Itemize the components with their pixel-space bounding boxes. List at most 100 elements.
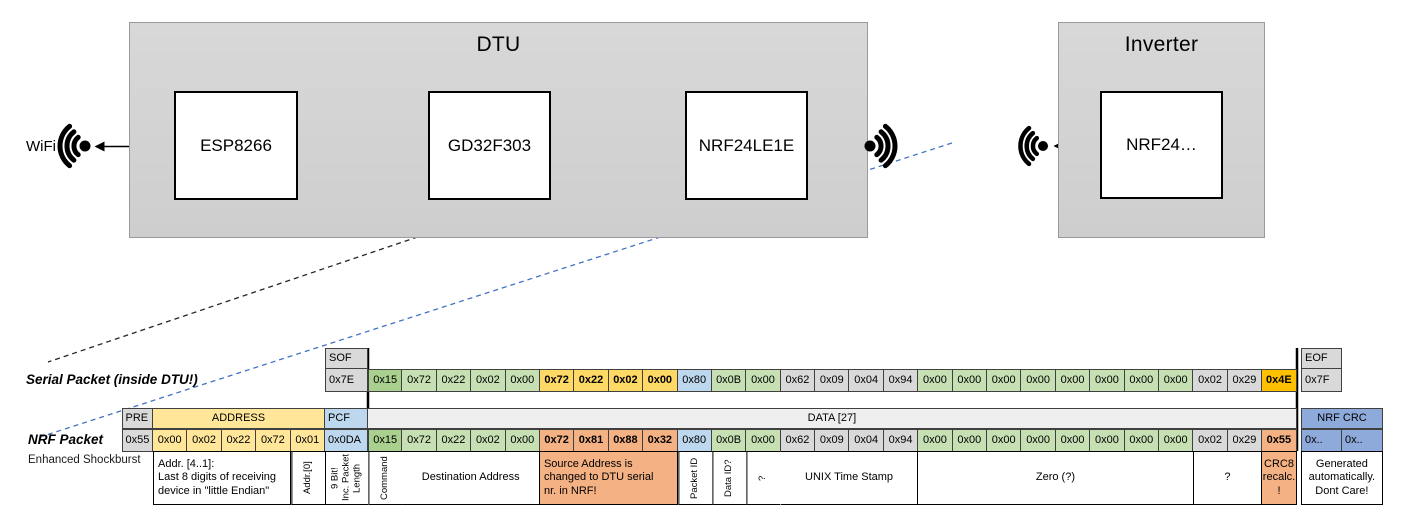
- nrf-crc-value-cell: 0x..: [1301, 429, 1342, 452]
- serial-byte-cell: 0x00: [746, 369, 781, 392]
- address-byte-cell: 0x22: [221, 429, 257, 452]
- serial-byte-cell: 0x72: [402, 369, 437, 392]
- sof-header: SOF: [325, 348, 368, 369]
- annotation-row: Addr. [4..1]: Last 8 digits of receiving…: [153, 451, 1383, 505]
- note-nrf-crc: Generated automatically. Dont Care!: [1300, 451, 1383, 505]
- address-byte-cell: 0x01: [290, 429, 325, 452]
- nrf-byte-cell: 0x00: [505, 429, 540, 452]
- nrf-byte-cell: 0x32: [643, 429, 678, 452]
- nrf-byte-cell: 0x00: [1055, 429, 1091, 452]
- nrf-crc-value-cell: 0x..: [1342, 429, 1383, 452]
- serial-byte-cell: 0x02: [608, 369, 644, 392]
- nrf-byte-cell: 0x00: [1021, 429, 1056, 452]
- chip-esp8266: ESP8266: [174, 91, 298, 200]
- nrf-byte-cell: 0x00: [918, 429, 953, 452]
- serial-byte-cell: 0x62: [780, 369, 816, 392]
- pre-value: 0x55: [121, 429, 153, 452]
- wifi-label: WiFi: [26, 138, 56, 155]
- eof-header: EOF: [1301, 348, 1342, 369]
- nrf-byte-cell: 0x22: [436, 429, 472, 452]
- serial-byte-cell: 0x02: [471, 369, 506, 392]
- serial-eof-column: EOF 0x7F: [1301, 348, 1342, 392]
- nrf-byte-cell: 0x00: [1124, 429, 1159, 452]
- nrf-header-row: PRE ADDRESS PCF DATA [27]: [121, 408, 1297, 429]
- serial-byte-cell: 0x15: [368, 369, 403, 392]
- pre-header: PRE: [121, 408, 153, 429]
- serial-byte-cell: 0x29: [1227, 369, 1263, 392]
- serial-byte-cell: 0x00: [1090, 369, 1125, 392]
- nrf-byte-cell: 0x72: [402, 429, 437, 452]
- note-data-id: Data ID?: [711, 451, 747, 505]
- note-packet-id: Packet ID: [677, 451, 712, 505]
- nrf-byte-cell: 0x0B: [711, 429, 747, 452]
- dtu-title: DTU: [476, 33, 521, 56]
- note-addr-4-1: Addr. [4..1]: Last 8 digits of receiving…: [153, 451, 291, 505]
- nrf-byte-cell: 0x80: [677, 429, 712, 452]
- nrf-packet-label: NRF Packet: [28, 432, 104, 447]
- nrf-byte-cell: 0x00: [1158, 429, 1194, 452]
- inverter-title: Inverter: [1124, 33, 1199, 56]
- serial-byte-cell: 0x00: [918, 369, 953, 392]
- note-question-1: ?: [746, 451, 781, 505]
- note-zero: Zero (?): [918, 451, 1194, 505]
- eof-value: 0x7F: [1301, 369, 1342, 392]
- note-pcf-length: 9 Bit! Inc. Packet Length: [324, 451, 368, 505]
- serial-byte-cell: 0x00: [505, 369, 540, 392]
- chip-esp8266-label: ESP8266: [200, 135, 272, 155]
- nrf-byte-cell: 0x04: [849, 429, 884, 452]
- serial-sof-column: SOF 0x7E: [325, 348, 368, 392]
- serial-byte-cell: 0x4E: [1262, 369, 1297, 392]
- nrf-crc-header: NRF CRC: [1301, 408, 1383, 429]
- wifi-icon: [864, 123, 898, 169]
- address-header: ADDRESS: [153, 408, 325, 429]
- pcf-header: PCF: [325, 408, 368, 429]
- note-question-2: ?: [1193, 451, 1263, 505]
- chip-inverter-nrf24-label: NRF24…: [1126, 135, 1197, 154]
- serial-byte-cell: 0x94: [883, 369, 919, 392]
- nrf-byte-cell: 0x94: [883, 429, 919, 452]
- serial-byte-cell: 0x00: [1158, 369, 1194, 392]
- nrf-byte-cell: 0x62: [780, 429, 816, 452]
- note-command: Command: [367, 451, 403, 505]
- nrf-crc-header-row: NRF CRC: [1301, 408, 1383, 429]
- chip-gd32f303-label: GD32F303: [447, 135, 532, 155]
- serial-byte-cell: 0x00: [1021, 369, 1056, 392]
- serial-byte-cell: 0x22: [436, 369, 472, 392]
- serial-byte-cell: 0x80: [677, 369, 712, 392]
- chip-gd32f303: GD32F303: [428, 91, 551, 200]
- nrf-byte-cell: 0x29: [1227, 429, 1263, 452]
- address-byte-cell: 0x72: [256, 429, 291, 452]
- nrf-byte-cell: 0x00: [1090, 429, 1125, 452]
- nrf-byte-cell: 0x00: [987, 429, 1022, 452]
- serial-byte-cell: 0x02: [1193, 369, 1228, 392]
- serial-byte-cell: 0x00: [987, 369, 1022, 392]
- serial-byte-cell: 0x00: [952, 369, 988, 392]
- pcf-value: 0x0DA: [324, 429, 368, 452]
- chip-nrf24le1e-label: NRF24LE1E: [698, 135, 795, 155]
- nrf-byte-cell: 0x00: [746, 429, 781, 452]
- address-byte-cell: 0x00: [153, 429, 188, 452]
- sof-value: 0x7E: [325, 369, 368, 392]
- note-destination-address: Destination Address: [402, 451, 540, 505]
- chip-nrf24le1e: NRF24LE1E: [685, 91, 808, 200]
- note-crc8: CRC8 recalc. !: [1262, 451, 1297, 505]
- nrf-byte-cell: 0x88: [608, 429, 644, 452]
- serial-byte-cell: 0x09: [815, 369, 850, 392]
- serial-packet-label: Serial Packet (inside DTU!): [26, 372, 198, 387]
- nrf-byte-cell: 0x02: [471, 429, 506, 452]
- nrf-byte-cell: 0x72: [539, 429, 575, 452]
- nrf-crc-value-row: 0x..0x..: [1301, 429, 1383, 452]
- serial-byte-cell: 0x00: [643, 369, 678, 392]
- serial-byte-cell: 0x0B: [711, 369, 747, 392]
- serial-byte-cell: 0x22: [574, 369, 609, 392]
- serial-byte-cell: 0x04: [849, 369, 884, 392]
- nrf-byte-cell: 0x55: [1262, 429, 1297, 452]
- serial-byte-cell: 0x72: [539, 369, 575, 392]
- serial-byte-cell: 0x00: [1055, 369, 1091, 392]
- nrf-byte-cell: 0x00: [952, 429, 988, 452]
- nrf-byte-cell: 0x81: [574, 429, 609, 452]
- enhanced-shockburst-label: Enhanced Shockburst: [28, 454, 141, 466]
